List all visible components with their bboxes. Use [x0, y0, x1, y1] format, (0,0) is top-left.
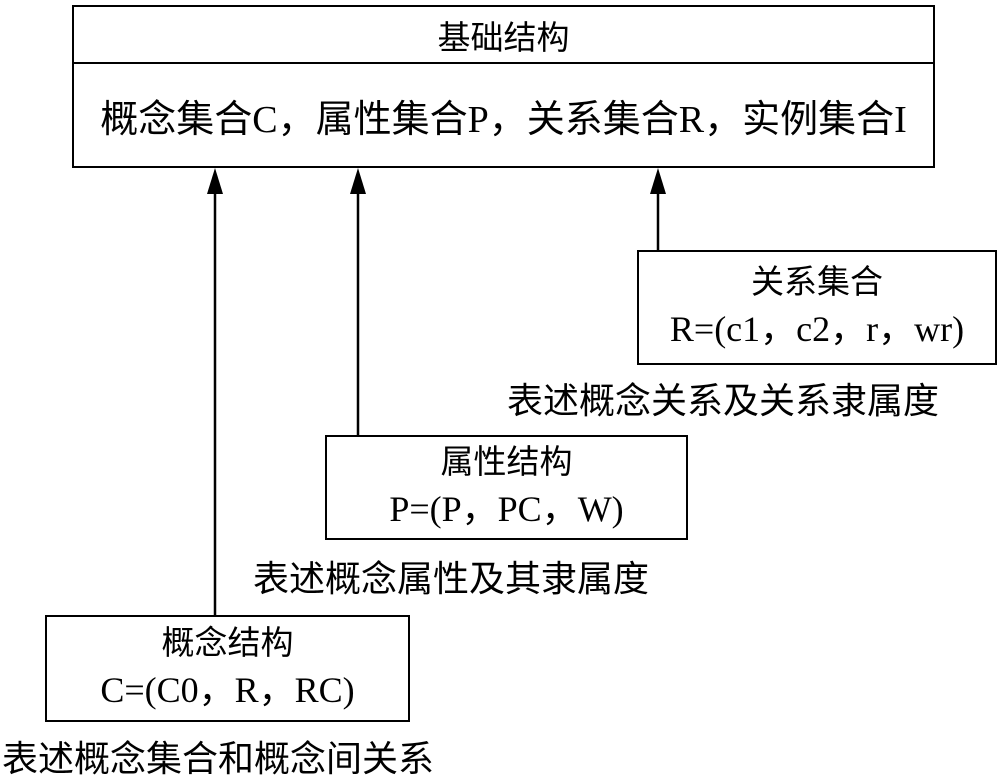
relation-set-formula: R=(c1，c2，r，wr) — [669, 309, 965, 350]
basic-structure-title: 基础结构 — [74, 7, 933, 64]
relation-set-title: 关系集合 — [751, 264, 883, 301]
concept-structure-title: 概念结构 — [161, 625, 294, 662]
attribute-structure-title: 属性结构 — [440, 444, 573, 481]
concept-structure-caption: 表述概念集合和概念间关系 — [2, 739, 435, 779]
relation-set-box: 关系集合 R=(c1，c2，r，wr) — [637, 250, 997, 365]
attribute-structure-caption: 表述概念属性及其隶属度 — [253, 559, 650, 599]
attribute-structure-box: 属性结构 P=(P，PC，W) — [325, 435, 688, 540]
basic-structure-content: 概念集合C，属性集合P，关系集合R，实例集合I — [100, 98, 907, 141]
concept-structure-box: 概念结构 C=(C0，R，RC) — [45, 615, 410, 722]
arrow-relation-to-base — [650, 168, 666, 250]
arrow-attribute-to-base — [350, 168, 366, 435]
basic-structure-box: 基础结构 概念集合C，属性集合P，关系集合R，实例集合I — [72, 5, 935, 168]
concept-structure-formula: C=(C0，R，RC) — [100, 670, 355, 711]
arrow-concept-to-base — [207, 168, 223, 615]
attribute-structure-formula: P=(P，PC，W) — [389, 489, 624, 530]
relation-set-caption: 表述概念关系及关系隶属度 — [507, 381, 940, 421]
